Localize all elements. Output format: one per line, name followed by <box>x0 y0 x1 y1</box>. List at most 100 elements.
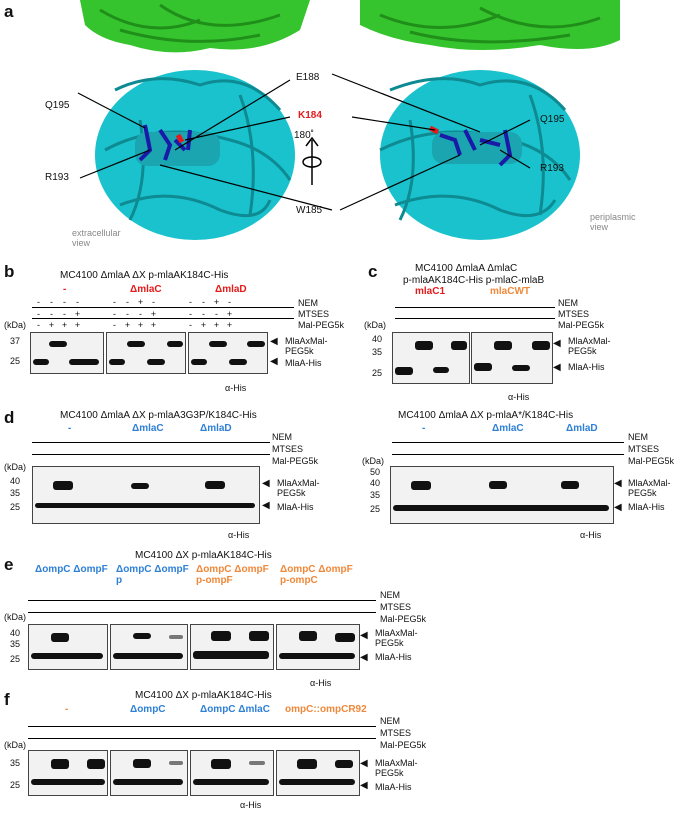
panel-d-right-row-mtses: MTSES <box>628 444 660 454</box>
panel-letter-c: c <box>368 262 378 281</box>
panel-d-right-group-3: ΔmlaD <box>566 423 598 434</box>
panel-d-right-group-1: - <box>422 423 426 434</box>
panel-e-marker-25: 25 <box>10 654 21 664</box>
panel-d-right-kda: (kDa) <box>362 456 384 466</box>
panel-f-antibody: α-His <box>240 800 262 810</box>
label-k184: K184 <box>298 110 322 121</box>
panel-d-left-row-malpeg: Mal-PEG5k <box>272 456 319 466</box>
view-label-periplasmic: periplasmic view <box>590 212 636 232</box>
panel-f-group-1: - <box>65 704 69 715</box>
panel-c-row-mtses: MTSES <box>558 309 590 319</box>
panel-b-row-mtses: MTSES <box>298 309 330 319</box>
panel-d-right-arrow-label-1: MlaAxMal-PEG5k <box>628 478 671 498</box>
panel-b-group-3: ΔmlaD <box>215 284 247 295</box>
panel-d-right-marker-40: 40 <box>370 478 381 488</box>
panel-c-group-2: mlaCWT <box>490 286 530 297</box>
panel-d-title-left: MC4100 ΔmlaA ΔX p-mlaA3G3P/K184C-His <box>60 410 257 421</box>
panel-b-marker-37: 37 <box>10 336 21 346</box>
panel-f-title: MC4100 ΔX p-mlaAK184C-His <box>135 690 272 701</box>
panel-e-marker-35: 35 <box>10 639 21 649</box>
panel-b-malpeg-row: -+++-+++-+++ <box>37 320 233 330</box>
panel-c-kda: (kDa) <box>364 320 386 330</box>
arrow-icon: ◀ <box>262 500 270 511</box>
label-e188: E188 <box>296 72 320 83</box>
panel-e-gel-3 <box>190 624 274 670</box>
panel-d-right-row-nem: NEM <box>628 432 648 442</box>
protein-structure-figure <box>77 0 620 240</box>
panel-b-antibody: α-His <box>225 383 247 393</box>
panel-f-marker-25: 25 <box>10 780 21 790</box>
panel-b-group-2: ΔmlaC <box>130 284 162 295</box>
panel-d-left-marker-40: 40 <box>10 476 21 486</box>
panel-c-gel-1 <box>392 332 470 384</box>
panel-f-row-mtses: MTSES <box>380 728 412 738</box>
panel-b-group-1: - <box>63 284 67 295</box>
panel-b-nem-row: ------+---+- <box>37 297 231 307</box>
panel-c-row-malpeg: Mal-PEG5k <box>558 320 605 330</box>
panel-d-left-gel <box>32 466 260 524</box>
arrow-icon: ◀ <box>553 338 561 349</box>
panel-d-right-row-malpeg: Mal-PEG5k <box>628 456 675 466</box>
panel-d-left-row-nem: NEM <box>272 432 292 442</box>
panel-d-left-group-1: - <box>68 423 72 434</box>
panel-d-left-row-mtses: MTSES <box>272 444 304 454</box>
panel-c-group-1: mlaC1 <box>415 286 446 297</box>
arrow-icon: ◀ <box>270 336 278 347</box>
arrow-icon: ◀ <box>553 362 561 373</box>
panel-d-right-antibody: α-His <box>580 530 602 540</box>
protein-green-domain-left <box>80 0 310 53</box>
panel-f-gel-3 <box>190 750 274 796</box>
panel-d-left-arrow-label-2: MlaA-His <box>277 502 314 512</box>
panel-f-gel-4 <box>276 750 360 796</box>
panel-e-arrow-label-1: MlaAxMal-PEG5k <box>375 628 418 648</box>
panel-c-row-nem: NEM <box>558 298 578 308</box>
arrow-icon: ◀ <box>262 478 270 489</box>
panel-b-title: MC4100 ΔmlaA ΔX p-mlaAK184C-His <box>60 270 229 281</box>
arrow-icon: ◀ <box>360 780 368 791</box>
panel-letter-f: f <box>4 690 10 709</box>
rotation-arrow-icon <box>302 136 322 185</box>
panel-c-arrow-label-1: MlaAxMal-PEG5k <box>568 336 611 356</box>
panel-letter-e: e <box>4 555 14 574</box>
panel-b-gel-3 <box>188 332 268 374</box>
arrow-icon: ◀ <box>360 652 368 663</box>
panel-f-row-malpeg: Mal-PEG5k <box>380 740 427 750</box>
panel-b-row-malpeg: Mal-PEG5k <box>298 320 345 330</box>
panel-e-group-4: ΔompC ΔompF p-ompC <box>280 564 353 586</box>
panel-b-arrow-label-1: MlaAxMal-PEG5k <box>285 336 328 356</box>
panel-d-left-marker-35: 35 <box>10 488 21 498</box>
panel-c-title-1: MC4100 ΔmlaA ΔmlaC <box>415 263 518 274</box>
protein-green-domain-right <box>360 0 620 50</box>
panel-d-left-kda: (kDa) <box>4 462 26 472</box>
arrow-icon: ◀ <box>360 630 368 641</box>
panel-d-right-marker-35: 35 <box>370 490 381 500</box>
panel-b-marker-25: 25 <box>10 356 21 366</box>
panel-c-title-2: p-mlaAK184C-His p-mlaC-mlaB <box>403 275 545 286</box>
panel-d-right-group-2: ΔmlaC <box>492 423 524 434</box>
label-pointer-lines <box>77 73 531 211</box>
rotation-label: 180˚ <box>294 130 315 141</box>
panel-e-title: MC4100 ΔX p-mlaAK184C-His <box>135 550 272 561</box>
panel-letter-a: a <box>4 2 14 21</box>
panel-b-row-nem: NEM <box>298 298 318 308</box>
panel-f-gel-2 <box>110 750 188 796</box>
panel-f-row-nem: NEM <box>380 716 400 726</box>
panel-e-marker-40: 40 <box>10 628 21 638</box>
panel-f-marker-35: 35 <box>10 758 21 768</box>
arrow-icon: ◀ <box>270 356 278 367</box>
panel-c-gel-2 <box>471 332 553 384</box>
panel-f-group-3: ΔompC ΔmlaC <box>200 704 270 715</box>
arrow-icon: ◀ <box>614 478 622 489</box>
panel-d-left-antibody: α-His <box>228 530 250 540</box>
panel-e-row-nem: NEM <box>380 590 400 600</box>
panel-d-left-marker-25: 25 <box>10 502 21 512</box>
panel-b-gel-2 <box>106 332 186 374</box>
panel-c-marker-40: 40 <box>372 334 383 344</box>
panel-b-gel-1 <box>30 332 104 374</box>
panel-b-arrow-label-2: MlaA-His <box>285 358 322 368</box>
panel-b-kda: (kDa) <box>4 320 26 330</box>
panel-e-gel-1 <box>28 624 108 670</box>
panel-f-gel-1 <box>28 750 108 796</box>
panel-e-kda: (kDa) <box>4 612 26 622</box>
label-r193-left: R193 <box>45 172 69 183</box>
